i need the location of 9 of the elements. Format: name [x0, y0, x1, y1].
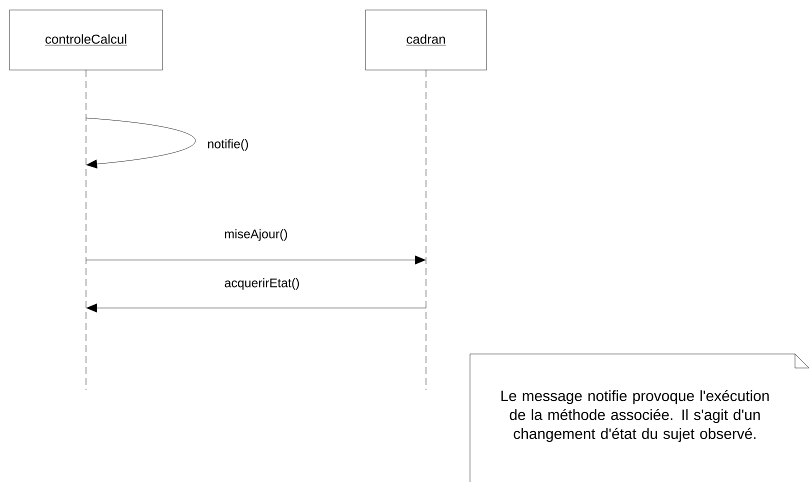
edge-label: acquerirEtat(): [224, 278, 299, 290]
edge-label: notifie(): [208, 139, 248, 151]
object-box: cadran: [365, 10, 487, 70]
self-message-arrow: [86, 118, 196, 168]
object-box: controleCalcul: [9, 10, 163, 70]
message-arrow: [86, 304, 426, 312]
note: Le message notifie provoque l'exécution de la méthode associée. Il s'agit d'un changement d'état du sujet observé.: [470, 354, 809, 482]
message-arrow: [86, 256, 426, 264]
edge-label: miseAjour(): [225, 229, 288, 241]
